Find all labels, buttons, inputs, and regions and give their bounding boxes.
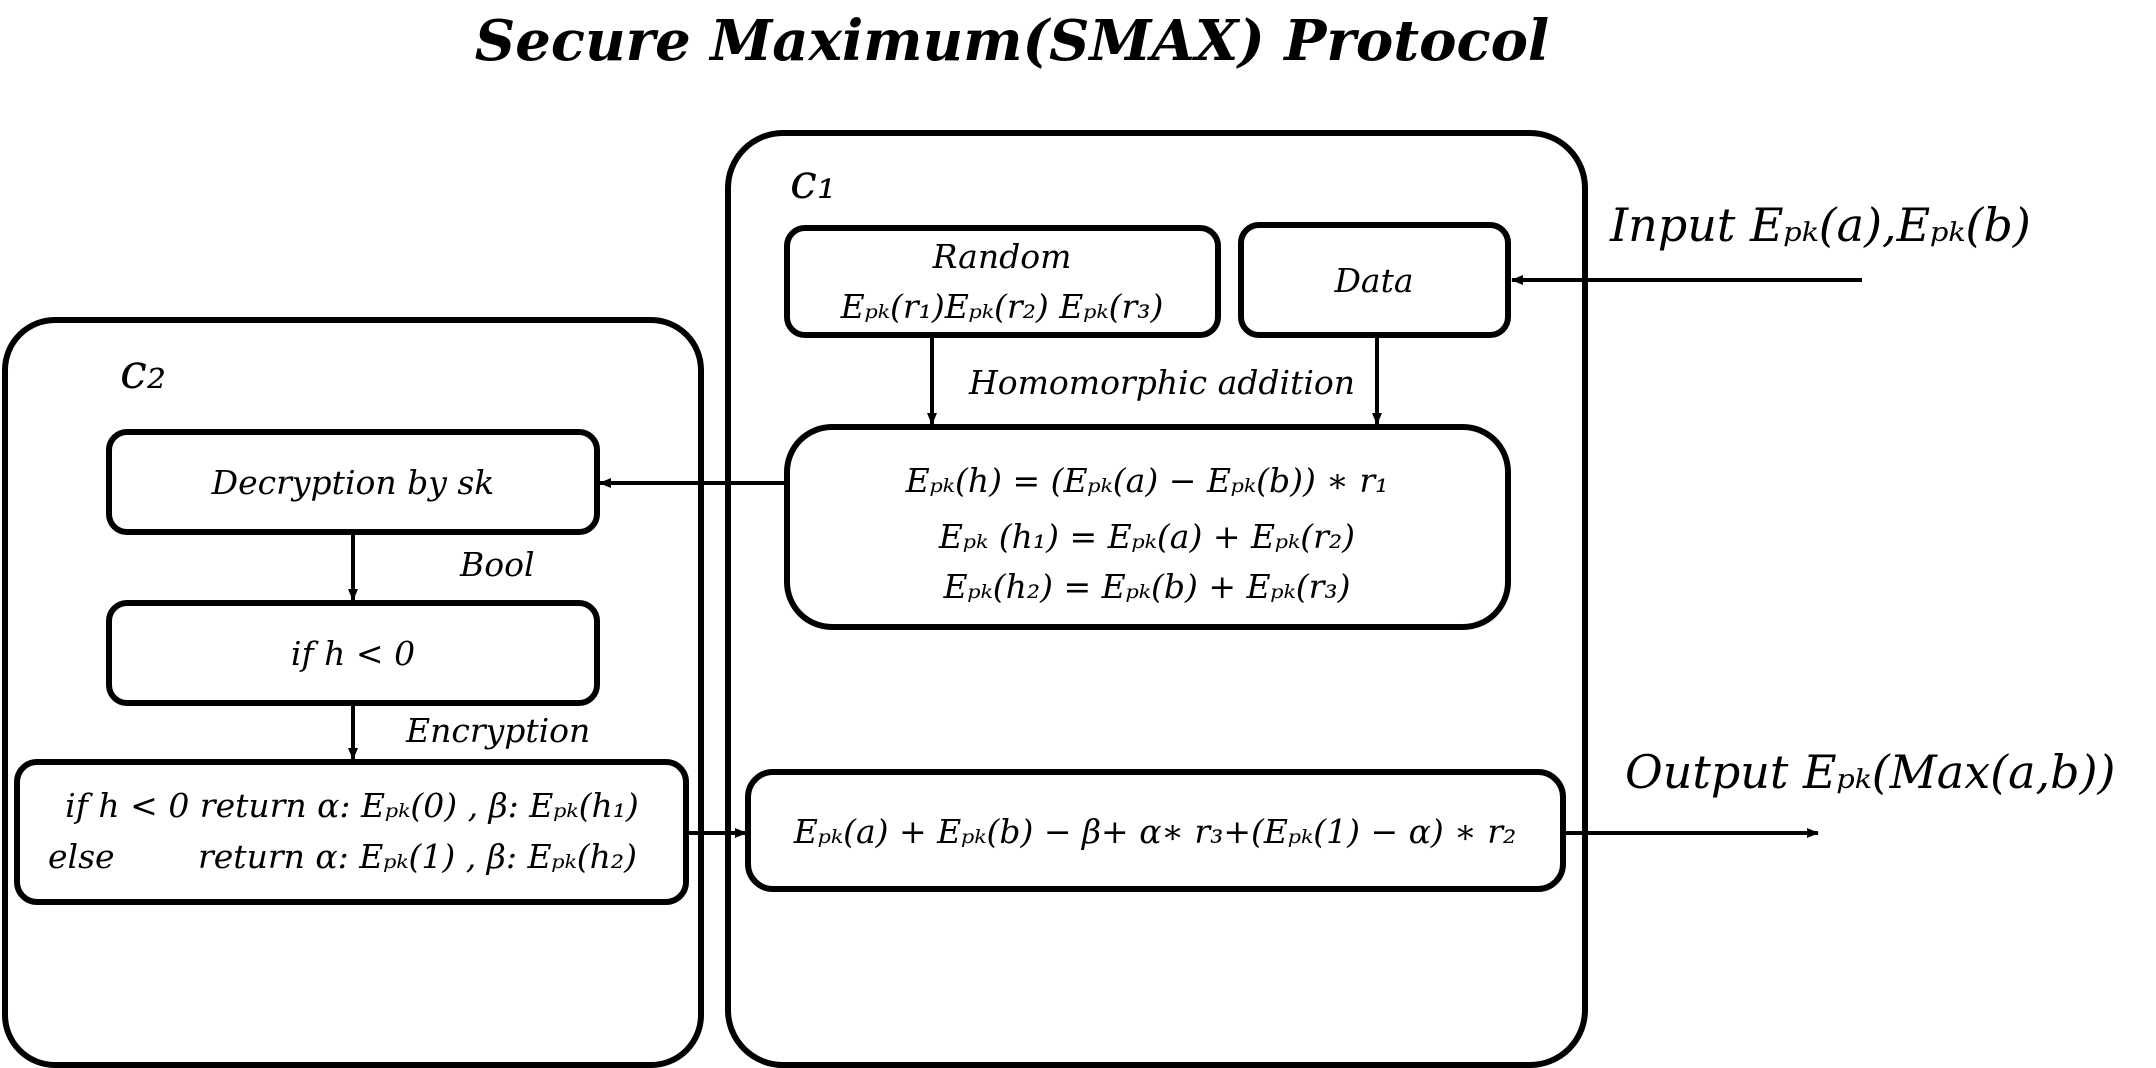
- homomorphic-box: [784, 424, 1511, 630]
- decryption-box-label: Decryption by sk: [211, 463, 495, 502]
- output-label: Output Eₚₖ(Max(a,b)): [1625, 745, 2116, 799]
- compare-box-label: if h < 0: [291, 634, 415, 673]
- return-rule-else: else: [48, 837, 115, 876]
- final-computation-box: [745, 769, 1566, 892]
- homomorphic-eq-h: Eₚₖ(h) = (Eₚₖ(a) − Eₚₖ(b)) ∗ r₁: [905, 461, 1389, 500]
- random-box: [784, 225, 1221, 338]
- party-c2-label: c₂: [120, 344, 166, 400]
- edge-label-bool: Bool: [459, 545, 535, 584]
- return-rule-line2: return α: Eₚₖ(1) , β: Eₚₖ(h₂): [198, 837, 637, 876]
- data-box-label: Data: [1333, 261, 1413, 300]
- input-label: Input Eₚₖ(a),Eₚₖ(b): [1609, 198, 2031, 252]
- diagram-title: Secure Maximum(SMAX) Protocol: [475, 8, 1549, 74]
- random-box-values: Eₚₖ(r₁)Eₚₖ(r₂) Eₚₖ(r₃): [840, 287, 1164, 326]
- edge-label-homomorphic-addition: Homomorphic addition: [968, 363, 1355, 402]
- edge-label-encryption: Encryption: [405, 711, 590, 750]
- data-box: [1238, 222, 1511, 338]
- return-rule-box: [14, 759, 689, 905]
- party-c1-label: c₁: [790, 154, 836, 210]
- homomorphic-eq-h2: Eₚₖ(h₂) = Eₚₖ(b) + Eₚₖ(r₃): [942, 567, 1350, 606]
- final-computation-label: Eₚₖ(a) + Eₚₖ(b) − β+ α∗ r₃+(Eₚₖ(1) − α) …: [793, 812, 1516, 851]
- homomorphic-eq-h1: Eₚₖ (h₁) = Eₚₖ(a) + Eₚₖ(r₂): [938, 517, 1355, 556]
- random-box-title: Random: [932, 237, 1072, 276]
- return-rule-line1: if h < 0 return α: Eₚₖ(0) , β: Eₚₖ(h₁): [65, 786, 639, 825]
